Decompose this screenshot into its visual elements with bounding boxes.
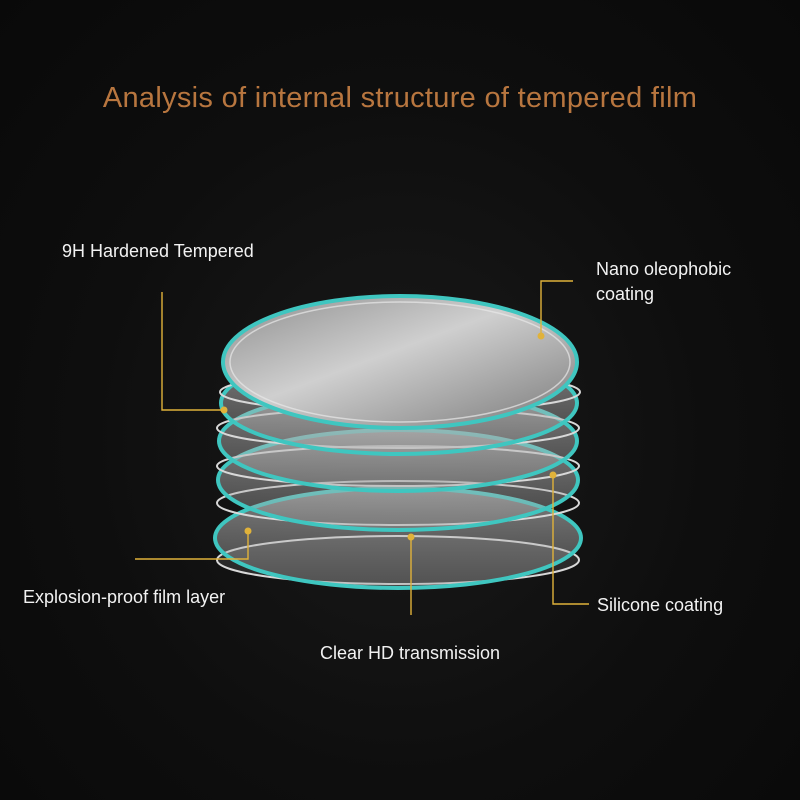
label-nano-line2: coating (596, 284, 655, 304)
film-layer-1 (219, 294, 581, 430)
label-nano-line1: Nano oleophobic (596, 259, 732, 279)
label-hardened-tempered: 9H Hardened Tempered (62, 241, 254, 261)
marker-explosion (244, 527, 252, 535)
label-nano-oleophobic: Nano oleophobic coating (596, 257, 731, 307)
label-clear-hd: Clear HD transmission (320, 643, 501, 663)
leader-hardened (161, 292, 224, 411)
leader-silicone (552, 475, 589, 605)
marker-silicone (549, 471, 557, 479)
marker-nano (537, 332, 545, 340)
diagram-title: Analysis of internal structure of temper… (102, 82, 698, 114)
leader-nano (540, 280, 573, 336)
leader-explosion (135, 531, 249, 560)
label-explosion-proof: Explosion-proof film layer (23, 587, 226, 607)
marker-clear (407, 533, 415, 541)
marker-hardened (220, 406, 228, 414)
label-silicone-coating: Silicone coating (597, 595, 724, 615)
